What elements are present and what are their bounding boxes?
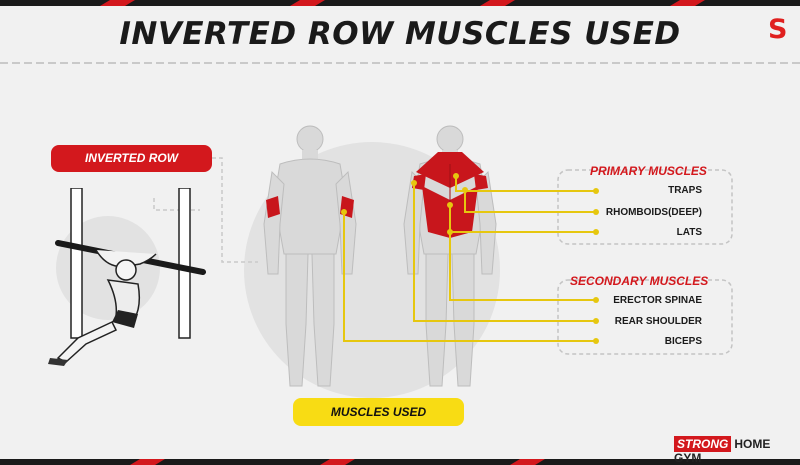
brand-logo-icon: S [768,14,788,45]
muscle-rear-shoulder: REAR SHOULDER [614,316,702,327]
muscle-erector-spinae: ERECTOR SPINAE [613,295,702,306]
muscles-used-label: MUSCLES USED [293,398,464,426]
exercise-label: INVERTED ROW [51,145,212,172]
inverted-row-illustration [48,188,206,366]
muscle-lats: LATS [676,227,702,238]
muscle-biceps: BICEPS [664,336,702,347]
footer-brand-home: HOME GYM [674,437,771,465]
page-title: INVERTED ROW MUSCLES USED [119,16,681,52]
muscle-rhomboids: RHOMBOIDS(DEEP) [605,207,702,218]
primary-muscles-title: PRIMARY MUSCLES [590,164,707,178]
muscle-traps: TRAPS [668,185,702,196]
body-front-figure [263,125,357,387]
secondary-muscles-title: SECONDARY MUSCLES [570,274,709,288]
footer-brand-strong: STRONG [674,436,732,452]
